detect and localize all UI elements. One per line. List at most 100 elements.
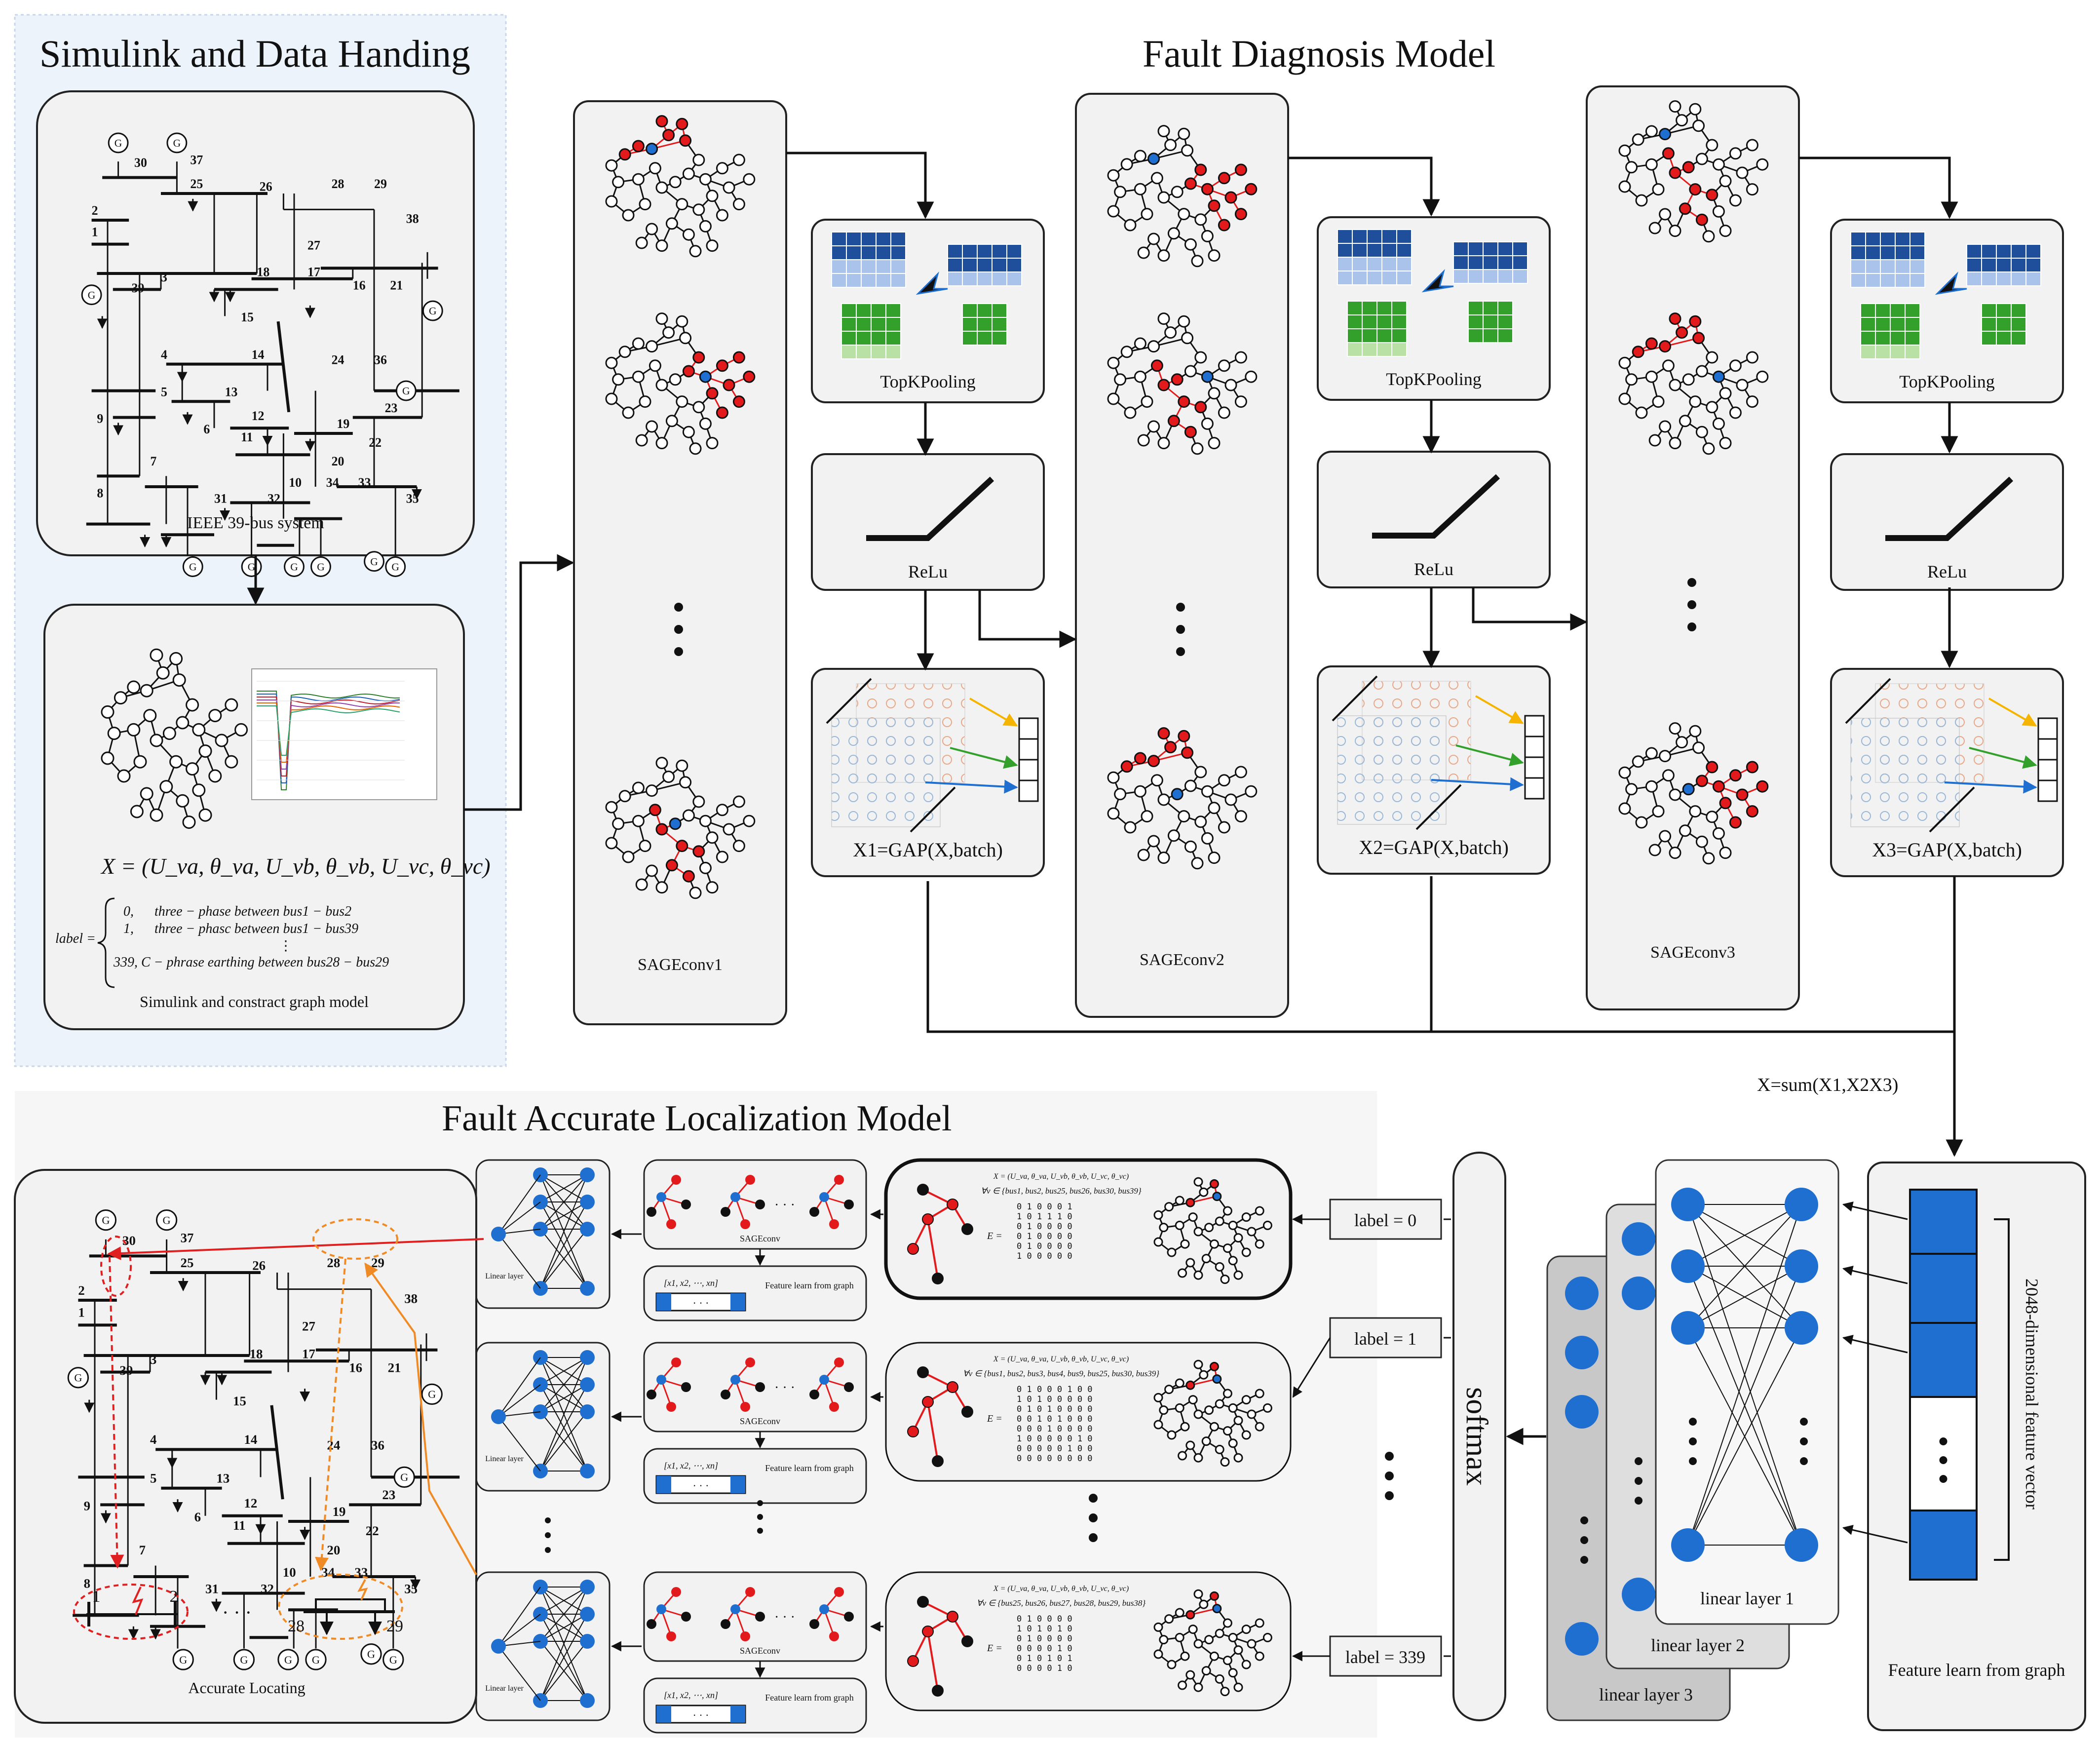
graph-node	[127, 680, 141, 694]
graph-node	[1233, 1416, 1243, 1426]
sageconv3-label: SAGEconv3	[1650, 943, 1735, 962]
adjacency-grid-cell	[1391, 301, 1407, 315]
graph-node	[1234, 766, 1247, 778]
topk-pooling-label: TopKPooling	[1386, 369, 1482, 389]
graph-node	[1241, 1395, 1251, 1405]
graph-node	[1194, 351, 1207, 364]
linear-neuron	[491, 1227, 506, 1241]
feature-grid-cell	[846, 245, 862, 260]
graph-node	[1228, 1632, 1238, 1642]
pooled-vector-cell	[1524, 777, 1545, 800]
feature-grid-cell	[1367, 271, 1382, 285]
graph-node	[1164, 326, 1177, 339]
graph-node	[1695, 775, 1708, 787]
label-prefix: label =	[55, 931, 96, 946]
pool-arrow-icon	[1421, 269, 1454, 293]
graph-node	[1255, 1389, 1264, 1398]
graph-node	[159, 780, 173, 794]
graph-node	[192, 723, 206, 736]
sage-graph	[605, 312, 756, 455]
feature-grid-cell	[831, 245, 847, 260]
loc-node-28: 28	[288, 1617, 305, 1635]
graph-node	[1645, 158, 1658, 171]
generator-label: G	[115, 137, 122, 149]
sageconv2-label: SAGEconv2	[1140, 951, 1224, 969]
graph-node	[1201, 832, 1214, 845]
generator-label: G	[389, 1654, 397, 1666]
graph-node	[622, 851, 635, 863]
pooled-vector-cell	[1524, 756, 1545, 779]
graph-node	[655, 239, 668, 252]
graph-node	[1618, 180, 1631, 193]
adjacency-grid-cell	[1905, 303, 1920, 318]
linear-neuron	[580, 1222, 595, 1237]
graph-node	[1199, 1599, 1209, 1609]
feature-grid-cell	[876, 245, 891, 260]
matrix-row: 1 0 0 0 0 0	[1017, 1251, 1072, 1261]
pool-arrow-icon	[1935, 271, 1967, 295]
graph-node	[655, 312, 668, 325]
graph-node	[1167, 227, 1180, 240]
graph-node	[1157, 125, 1170, 138]
subgraph-node	[922, 1213, 934, 1225]
graph-node	[101, 705, 115, 719]
graph-node	[1209, 1361, 1219, 1371]
pooled-grid-cell	[977, 244, 993, 259]
graph-node	[1199, 1187, 1209, 1197]
feature-to-layer-arrow	[1842, 1335, 1908, 1354]
graph-node	[649, 359, 661, 372]
graph-node	[1662, 359, 1675, 372]
graph-node	[1167, 1430, 1177, 1440]
pooled-grid-cell	[2025, 258, 2041, 272]
graph-node	[1180, 1651, 1190, 1661]
gap-label: X2=GAP(X,batch)	[1359, 836, 1509, 858]
graph-node	[723, 823, 735, 836]
generator-symbol	[421, 1383, 443, 1405]
ieee-caption: IEEE 39-bus system	[187, 514, 324, 532]
graph-node	[732, 395, 745, 408]
sageconv-node	[740, 1631, 750, 1641]
feature-grid-cell	[1850, 245, 1866, 260]
adjacency-grid-cell	[841, 303, 857, 318]
graph-node	[706, 437, 719, 450]
adjacency-grid-cell	[871, 317, 886, 332]
pooled-grid-cell	[1497, 255, 1513, 270]
subgraph-node	[907, 1426, 919, 1437]
bus-line	[276, 321, 291, 413]
graph-node	[682, 228, 695, 241]
sageconv-node	[829, 1402, 839, 1412]
matrix-row: 0 0 0 0 1 0	[1017, 1644, 1072, 1654]
sageconv-ellipsis: · · ·	[774, 1380, 795, 1395]
subgraph-edge	[927, 1219, 939, 1279]
neuron	[1785, 1311, 1818, 1345]
feature-grid-cell	[876, 259, 891, 274]
neuron	[1785, 1528, 1818, 1562]
generator-label: G	[400, 1471, 408, 1483]
sageconv-node	[834, 1587, 844, 1597]
graph-node	[1756, 780, 1769, 793]
bus-number: 9	[84, 1499, 90, 1513]
graph-node	[1180, 1422, 1190, 1432]
graph-node	[1107, 169, 1120, 182]
graph-node	[1228, 1438, 1238, 1448]
graph-node	[1164, 741, 1177, 754]
bus-number: 2	[78, 1283, 84, 1298]
feature-grid-cell	[1396, 229, 1412, 244]
sageconv1-block	[573, 100, 787, 1025]
waveform-trace	[257, 705, 400, 756]
graph-node	[1175, 1403, 1184, 1413]
graph-node	[699, 173, 712, 186]
bus-number: 37	[190, 153, 203, 167]
graph-node	[1208, 249, 1221, 262]
sageconv-node	[844, 1382, 854, 1392]
gap-arrow-blue	[1431, 777, 1524, 791]
graph-node	[1120, 158, 1133, 171]
pooled-adj-cell	[1483, 301, 1498, 315]
graph-node	[732, 351, 745, 364]
graph-node	[1234, 163, 1247, 176]
graph-node	[682, 365, 695, 378]
graph-node	[1222, 1243, 1232, 1253]
bus-graph	[101, 648, 248, 829]
graph-node	[1635, 816, 1648, 829]
